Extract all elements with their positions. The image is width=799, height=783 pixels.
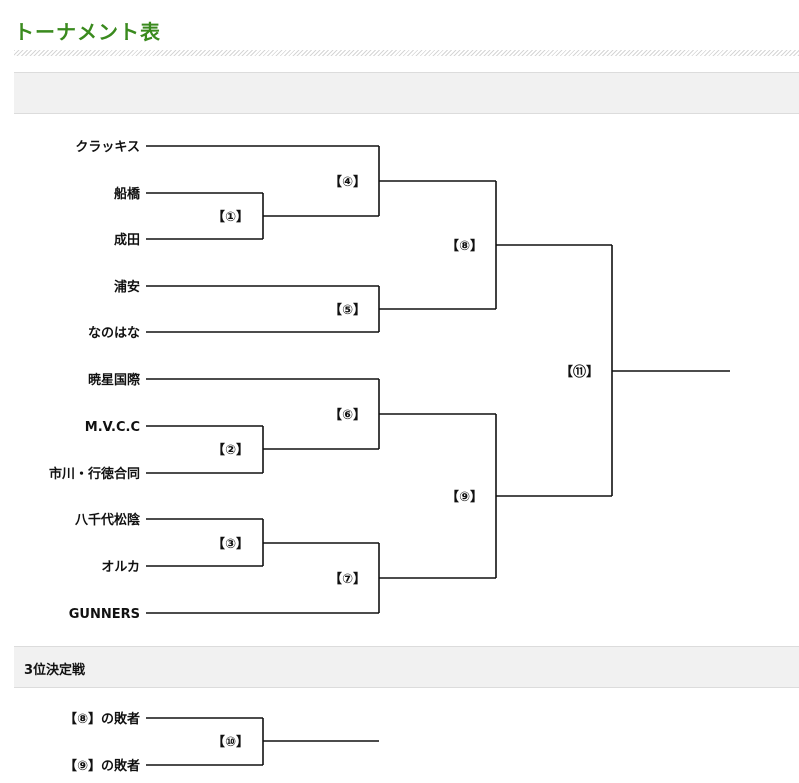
match-label: 【⑪】 — [560, 364, 599, 380]
round3-connectors — [495, 181, 612, 578]
match-label: 【①】 — [212, 209, 249, 225]
third-place-match-label: 【⑩】 — [212, 734, 249, 750]
final-connector — [611, 245, 730, 496]
round1-connectors — [262, 193, 379, 765]
match-label: 【⑦】 — [329, 571, 366, 587]
team-name: GUNNERS — [69, 607, 140, 622]
team-name: なのはな — [88, 326, 140, 341]
match-label: 【②】 — [212, 442, 249, 458]
match-label: 【⑨】 — [446, 489, 483, 505]
team-name: M.V.C.C — [85, 420, 140, 435]
team-name: 成田 — [114, 232, 140, 248]
section-header-third-label: 3位決定戦 — [24, 663, 86, 678]
match-label: 【⑤】 — [329, 302, 366, 318]
team-name: 市川・行徳合同 — [49, 466, 140, 482]
match-label: 【③】 — [212, 536, 249, 552]
round2-connectors — [378, 146, 496, 613]
team-name: クラッキス — [75, 140, 140, 155]
match-labels: 【①】 【②】 【③】 【④】 【⑤】 【⑥】 【⑦】 【⑧】 【⑨】 【⑪】 … — [212, 174, 599, 750]
team-name: 暁星国際 — [88, 372, 141, 388]
match-label: 【④】 — [329, 174, 366, 190]
team-name: 八千代松陰 — [74, 512, 141, 528]
match-label: 【⑧】 — [446, 238, 483, 254]
title-divider — [14, 50, 799, 56]
team-name: オルカ — [101, 560, 140, 575]
third-place-entrant: 【⑧】の敗者 — [64, 711, 140, 727]
team-names: クラッキス 船橋 成田 浦安 なのはな 暁星国際 M.V.C.C 市川・行徳合同… — [49, 140, 141, 774]
third-place-entrant: 【⑨】の敗者 — [64, 758, 140, 774]
team-name: 浦安 — [114, 279, 140, 295]
section-header-main — [14, 72, 799, 114]
match-label: 【⑥】 — [329, 407, 366, 423]
page-title: トーナメント表 — [14, 20, 161, 44]
team-lines — [146, 145, 379, 766]
team-name: 船橋 — [114, 186, 141, 202]
section-header-third-place: 3位決定戦 — [14, 646, 799, 688]
